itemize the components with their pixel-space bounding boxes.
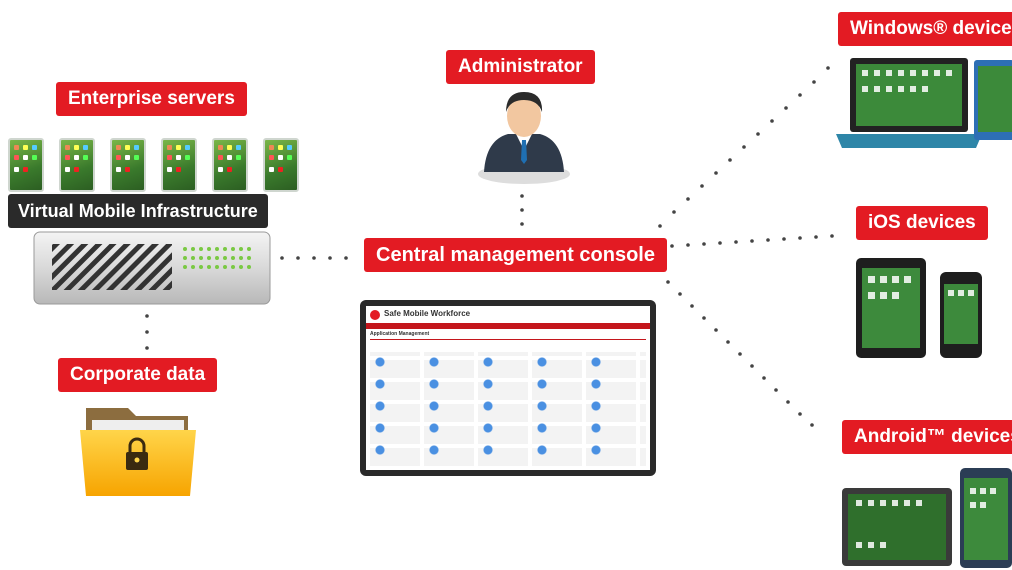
console-nav-bar	[366, 323, 650, 329]
console-app-title: Safe Mobile Workforce	[384, 309, 471, 318]
console-screen: Safe Mobile Workforce Application Manage…	[366, 306, 650, 470]
console-monitor-icon: Safe Mobile Workforce Application Manage…	[360, 300, 656, 476]
central-console-label: Central management console	[364, 238, 667, 272]
android-devices-label: Android™ devices	[842, 420, 1012, 454]
virtual-phone-icon	[59, 138, 95, 192]
console-logo	[370, 310, 380, 320]
virtual-phone-icon	[161, 138, 197, 192]
administrator-label: Administrator	[446, 50, 595, 84]
virtual-phone-icon	[110, 138, 146, 192]
virtual-phone-icon	[212, 138, 248, 192]
virtual-phone-icon	[8, 138, 44, 192]
console-section-title: Application Management	[370, 331, 430, 337]
corporate-data-label: Corporate data	[58, 358, 218, 392]
ios-devices-label: iOS devices	[856, 206, 988, 240]
virtual-phone-icon	[263, 138, 299, 192]
windows-devices-label: Windows® devices	[838, 12, 1012, 46]
vmi-label: Virtual Mobile Infrastructure	[8, 194, 268, 228]
enterprise-servers-label: Enterprise servers	[56, 82, 247, 116]
